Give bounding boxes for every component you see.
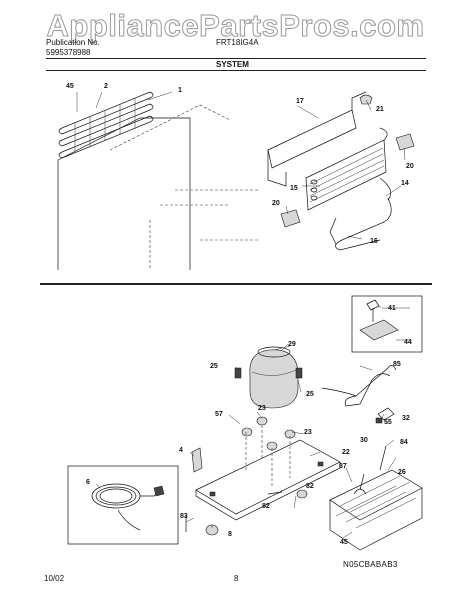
condenser-coil [58,91,154,159]
cabinet-outline [57,104,260,270]
publication-number: 5995378988 [46,48,91,57]
callout-45-bottom: 45 [340,539,348,546]
callout-16: 16 [370,238,378,245]
callout-44: 44 [404,339,412,346]
compressor [249,345,299,409]
callout-15: 15 [290,185,298,192]
callout-85: 85 [393,361,401,368]
callout-82-upper: 82 [306,483,314,490]
callout-20-left: 20 [272,200,280,207]
callout-20-right: 20 [406,163,414,170]
footer-date: 10/02 [44,574,65,583]
model-number: FRT18IG4A [216,38,259,47]
callout-29: 29 [288,341,296,348]
drain-tube [359,445,387,491]
callout-1: 1 [178,87,182,94]
callout-17: 17 [296,98,304,105]
insulation-strip [191,447,203,473]
insulation-pad-right [395,133,415,151]
callout-22: 22 [342,449,350,456]
callout-23-lower: 23 [304,429,312,436]
drier-cap [359,94,373,105]
watermark-logo: AppliancePartsPros.com [46,8,425,44]
power-cord [67,465,179,545]
evaporator-cover [267,91,367,187]
header-rule-bottom [46,70,426,71]
tubing [329,197,392,251]
mounting-base [195,425,341,521]
callout-87: 87 [339,463,347,470]
publication-label: Publication No. [46,38,100,47]
section-divider [40,283,432,285]
callout-25-left: 25 [210,363,218,370]
callout-32: 32 [402,415,410,422]
callout-8: 8 [228,531,232,538]
callout-26: 26 [398,469,406,476]
insulation-pad-left [280,209,301,228]
callout-25-right: 25 [306,391,314,398]
grommet-82 [296,489,308,499]
callout-41: 41 [388,305,396,312]
relay-inset [351,295,423,353]
callout-55: 55 [384,419,392,426]
header-rule-top [46,58,426,59]
callout-30: 30 [360,437,368,444]
diagram-code: N05CBABAB3 [343,560,398,569]
callout-14: 14 [401,180,409,187]
callout-84: 84 [400,439,408,446]
callout-2: 2 [104,83,108,90]
callout-4: 4 [179,447,183,454]
callout-6: 6 [86,479,90,486]
footer-page-number: 8 [234,574,239,583]
callout-57: 57 [215,411,223,418]
tube-85 [344,373,391,407]
callout-45-top: 45 [66,83,74,90]
section-title: SYSTEM [216,60,249,69]
callout-82-lower: 82 [262,503,270,510]
callout-23-upper: 23 [258,405,266,412]
drain-pan [329,469,423,551]
callout-83: 83 [180,513,188,520]
callout-21: 21 [376,106,384,113]
evaporator [305,127,391,211]
